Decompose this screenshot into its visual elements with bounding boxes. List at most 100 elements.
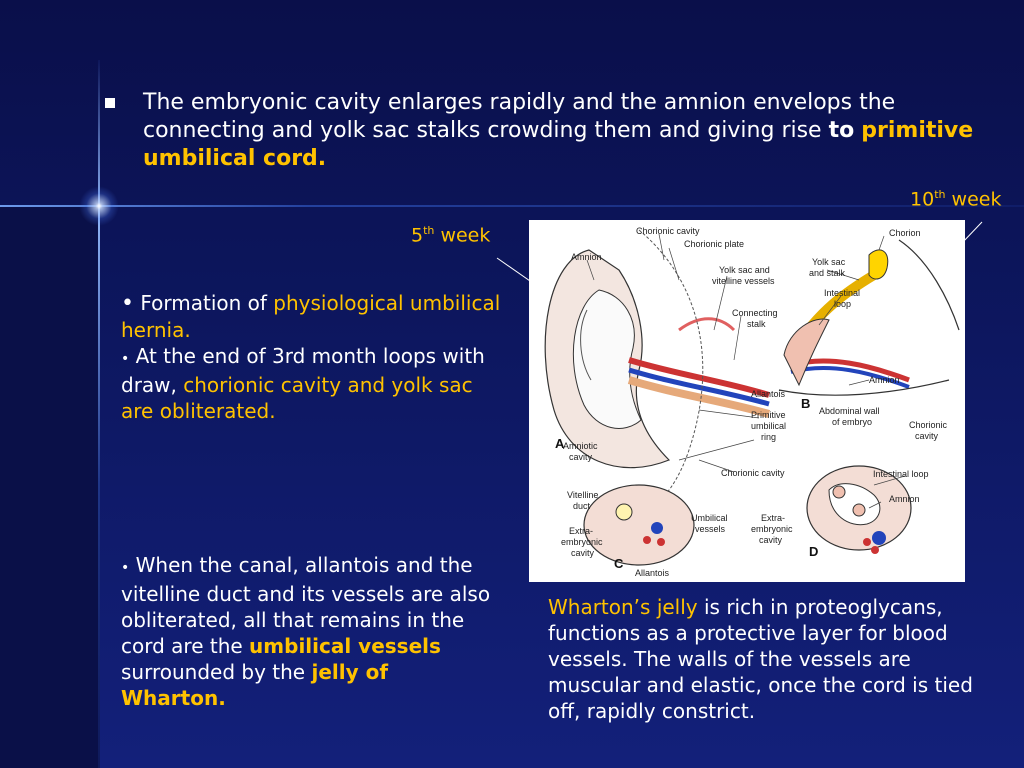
label-extra-d-1: Extra- bbox=[761, 513, 785, 523]
tenth-week-label: 10th week bbox=[910, 188, 1001, 210]
label-intestinal-d: Intestinal loop bbox=[873, 469, 929, 479]
fifth-week-label: 5th week bbox=[411, 224, 490, 246]
label-umbilical-2: vessels bbox=[695, 524, 726, 534]
tenth-week-suffix: th bbox=[934, 188, 946, 201]
decorative-vertical-line bbox=[98, 60, 100, 768]
label-umbilical-1: Umbilical bbox=[691, 513, 728, 523]
label-vitelline-1: Vitelline bbox=[567, 490, 598, 500]
panel-c-vitelline-duct bbox=[615, 503, 633, 521]
panel-b-yolk-sac bbox=[868, 249, 889, 280]
label-chorionic-plate: Chorionic plate bbox=[684, 239, 744, 249]
label-amniotic-1: Amniotic bbox=[563, 441, 598, 451]
label-amnion-a: Amnion bbox=[571, 252, 602, 262]
intro-paragraph: The embryonic cavity enlarges rapidly an… bbox=[105, 89, 1003, 173]
square-bullet-icon bbox=[105, 98, 115, 108]
panel-d-blue-vessel bbox=[872, 531, 886, 545]
canal-bullet: • When the canal, allantois and the vite… bbox=[121, 552, 491, 711]
fifth-week-word: week bbox=[440, 224, 491, 247]
leader-lines bbox=[586, 233, 906, 509]
tenth-week-word: week bbox=[951, 188, 1002, 211]
canal-mid-text: surrounded by the bbox=[121, 660, 306, 684]
wharton-paragraph: Wharton’s jelly is rich in proteoglycans… bbox=[548, 594, 1008, 724]
fifth-week-suffix: th bbox=[423, 224, 435, 237]
intro-text: The embryonic cavity enlarges rapidly an… bbox=[143, 90, 896, 143]
formation-highlight: physiological umbilical hernia. bbox=[121, 291, 501, 342]
wharton-highlight: Wharton’s jelly bbox=[548, 595, 698, 619]
label-yolk-stalk-1: Yolk sac bbox=[812, 257, 846, 267]
label-primitive-2: umbilical bbox=[751, 421, 786, 431]
label-primitive-3: ring bbox=[761, 432, 776, 442]
left-band bbox=[0, 205, 100, 768]
formation-bullet: • Formation of physiological umbilical h… bbox=[121, 290, 501, 343]
bullet-dot-icon: • bbox=[121, 291, 134, 316]
canal-text: When the canal, allantois and the vitell… bbox=[121, 553, 491, 658]
label-vitelline-2: duct bbox=[573, 501, 591, 511]
label-connecting-2: stalk bbox=[747, 319, 766, 329]
yolk-sac-vessel bbox=[678, 317, 736, 332]
wharton-text: is rich in proteoglycans, functions as a… bbox=[548, 595, 973, 723]
stalk-red-vessel bbox=[628, 357, 770, 398]
diagram-svg: Chorionic cavity Chorionic plate Amnion … bbox=[544, 226, 960, 578]
label-intestinal-b-2: loop bbox=[834, 299, 851, 309]
bullet-dot-icon: • bbox=[121, 351, 130, 367]
panel-b-intestinal-loop bbox=[783, 318, 830, 387]
panel-c-blue-vessel bbox=[651, 522, 663, 534]
intro-to-word: to bbox=[828, 118, 855, 143]
label-connecting-1: Connecting bbox=[732, 308, 778, 318]
label-amnion-b: Amnion bbox=[869, 375, 900, 385]
label-chorionic-cavity-a: Chorionic cavity bbox=[721, 468, 785, 478]
decorative-horizontal-line bbox=[0, 205, 1024, 207]
label-extra-c-1: Extra- bbox=[569, 526, 593, 536]
formation-prefix: Formation of bbox=[140, 291, 267, 315]
panel-letter-a: A bbox=[555, 436, 565, 451]
panel-d-red-vessel-1 bbox=[863, 538, 871, 546]
stalk-blue-vessel bbox=[628, 367, 770, 407]
panel-d-intestinal-loop-2 bbox=[852, 503, 866, 517]
panel-c-cord-cross-section bbox=[583, 484, 695, 566]
label-primitive-1: Primitive bbox=[751, 410, 786, 420]
formation-bullets: • Formation of physiological umbilical h… bbox=[121, 290, 501, 424]
panel-b-abdominal-wall bbox=[778, 379, 950, 396]
canal-highlight-umbilical: umbilical vessels bbox=[249, 634, 441, 658]
label-chorionic-b-1: Chorionic bbox=[909, 420, 948, 430]
fifth-week-number: 5 bbox=[411, 224, 424, 247]
third-month-prefix: At the end of 3rd month loops with draw, bbox=[121, 344, 485, 397]
canal-highlight-wharton: jelly of Wharton. bbox=[121, 660, 389, 710]
panel-b-chorion-line bbox=[898, 239, 960, 331]
label-yolk-vitelline-1: Yolk sac and bbox=[719, 265, 770, 275]
panel-d-red-vessel-2 bbox=[871, 546, 879, 554]
light-flare bbox=[79, 186, 119, 226]
label-abdominal-1: Abdominal wall bbox=[819, 406, 880, 416]
label-allantois-c: Allantois bbox=[635, 568, 670, 578]
label-chorionic-b-2: cavity bbox=[915, 431, 939, 441]
intro-highlight: primitive umbilical cord. bbox=[143, 118, 974, 171]
panel-letter-b: B bbox=[801, 396, 810, 411]
label-extra-c-3: cavity bbox=[571, 548, 595, 558]
third-month-bullet: • At the end of 3rd month loops with dra… bbox=[121, 343, 501, 424]
label-allantois-a: Allantois bbox=[751, 389, 786, 399]
label-extra-d-3: cavity bbox=[759, 535, 783, 545]
embryo-detail-line bbox=[580, 309, 592, 381]
tenth-week-number: 10 bbox=[910, 188, 935, 211]
bullet-dot-icon: • bbox=[121, 560, 130, 576]
label-extra-d-2: embryonic bbox=[751, 524, 793, 534]
panel-c-red-vessel-2 bbox=[657, 538, 665, 546]
tenth-week-pointer bbox=[961, 221, 983, 244]
embryo-body-shape bbox=[572, 289, 642, 429]
label-abdominal-2: of embryo bbox=[832, 417, 872, 427]
label-extra-c-2: embryonic bbox=[561, 537, 603, 547]
label-yolk-vitelline-2: vitelline vessels bbox=[712, 276, 775, 286]
panel-letter-c: C bbox=[614, 556, 624, 571]
panel-d-intestinal-loop-1 bbox=[832, 485, 846, 499]
stalk-tissue bbox=[627, 376, 771, 418]
panel-c-red-vessel-1 bbox=[643, 536, 651, 544]
label-yolk-stalk-2: and stalk bbox=[809, 268, 846, 278]
third-month-highlight: chorionic cavity and yolk sac are oblite… bbox=[121, 373, 473, 423]
panel-letter-d: D bbox=[809, 544, 818, 559]
label-chorion: Chorion bbox=[889, 228, 921, 238]
label-amnion-d: Amnion bbox=[889, 494, 920, 504]
label-chorionic-cavity-top: Chorionic cavity bbox=[636, 226, 700, 236]
embryo-cord-diagram: Chorionic cavity Chorionic plate Amnion … bbox=[529, 220, 965, 582]
label-intestinal-b-1: Intestinal bbox=[824, 288, 860, 298]
label-amniotic-2: cavity bbox=[569, 452, 593, 462]
